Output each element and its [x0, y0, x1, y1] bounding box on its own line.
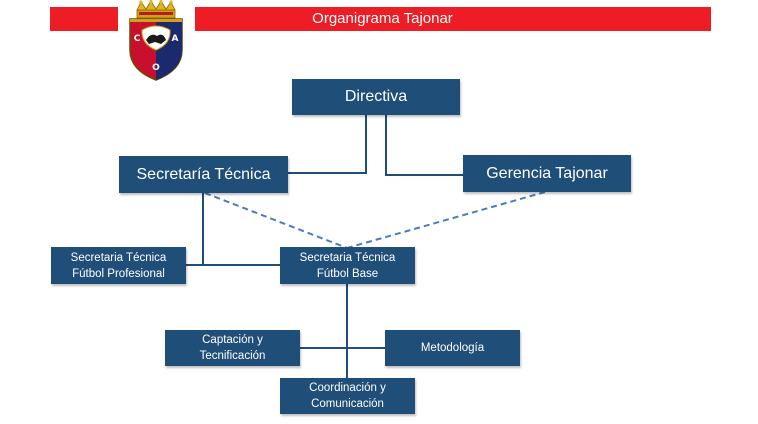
header-band-left — [50, 7, 118, 31]
crest-letter-o: O — [152, 63, 160, 73]
node-captacion-line2: Tecnificación — [199, 350, 266, 362]
edge-directiva-secretaria — [288, 115, 367, 174]
node-secretaria-tecnica-label: Secretaría Técnica — [136, 165, 271, 183]
crown-icon — [136, 0, 176, 19]
node-secretaria-tecnica: Secretaría Técnica — [119, 156, 288, 193]
node-coordinacion-comunicacion: Coordinación y Comunicación — [280, 378, 415, 414]
club-crest-logo: C A O — [129, 0, 183, 81]
node-coordinacion-line1: Coordinación y — [309, 382, 386, 394]
node-metodologia: Metodología — [385, 330, 520, 366]
node-coordinacion-line2: Comunicación — [311, 398, 384, 410]
node-gerencia-tajonar: Gerencia Tajonar — [463, 155, 631, 192]
node-metodologia-label: Metodología — [420, 342, 485, 354]
edge-dashed-gerencia-base — [346, 191, 546, 249]
edge-dashed-secretaria-base — [204, 192, 348, 249]
crest-letter-c: C — [134, 34, 141, 44]
page-title: Organigrama Tajonar — [312, 10, 453, 27]
node-st-base-line2: Fútbol Base — [316, 267, 379, 280]
node-directiva: Directiva — [292, 79, 460, 115]
node-gerencia-tajonar-label: Gerencia Tajonar — [486, 164, 608, 182]
node-st-futbol-profesional: Secretaria Técnica Fútbol Profesional — [51, 247, 186, 284]
node-st-profesional-line2: Fútbol Profesional — [72, 267, 165, 280]
node-st-futbol-base: Secretaria Técnica Fútbol Base — [280, 247, 415, 284]
header-band-right — [195, 7, 711, 31]
node-directiva-label: Directiva — [344, 88, 408, 105]
node-captacion-line1: Captación y — [202, 334, 263, 346]
node-st-profesional-line1: Secretaria Técnica — [70, 251, 167, 264]
node-st-base-line1: Secretaria Técnica — [299, 251, 396, 264]
crest-letter-a: A — [172, 34, 179, 44]
node-captacion-tecnificacion: Captación y Tecnificación — [165, 330, 300, 366]
edge-directiva-gerencia — [385, 115, 463, 176]
